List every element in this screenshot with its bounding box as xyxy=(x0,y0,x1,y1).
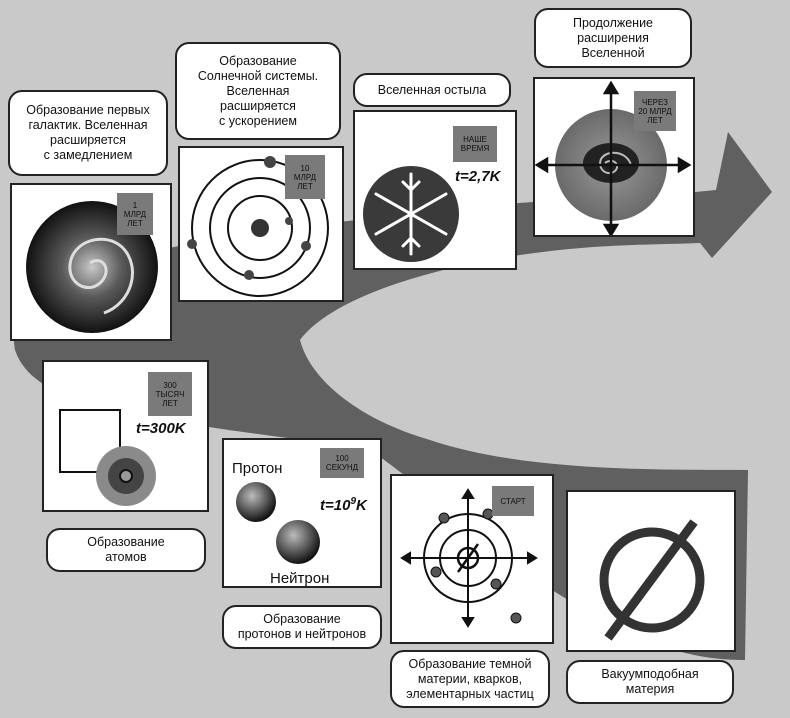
temperature-label: t=2,7K xyxy=(455,168,501,185)
proton-label: Протон xyxy=(232,460,283,477)
time-badge: 10 МЛРД ЛЕТ xyxy=(285,155,325,199)
time-badge: 300 ТЫСЯЧ ЛЕТ xyxy=(148,372,192,416)
panel-dark-matter: СТАРТ xyxy=(390,474,554,644)
nucleons-icon xyxy=(236,482,320,564)
solar-system-icon xyxy=(187,156,329,297)
panel-vacuum-matter xyxy=(566,490,736,652)
atom-icon xyxy=(59,409,156,506)
panel-nucleons: Протон Нейтрон 100 СЕКУНД t=109K xyxy=(222,438,382,588)
panel-universe-cooled: НАШЕ ВРЕМЯ t=2,7K xyxy=(353,110,517,270)
time-badge: ЧЕРЕЗ 20 МЛРД ЛЕТ xyxy=(634,91,676,131)
caption-continued-expansion: Продолжение расширения Вселенной xyxy=(534,8,692,68)
snowflake-icon xyxy=(363,166,459,262)
caption-nucleons: Образование протонов и нейтронов xyxy=(222,605,382,649)
panel-first-galaxies: 1 МЛРД ЛЕТ xyxy=(10,183,172,341)
panel-solar-system: 10 МЛРД ЛЕТ xyxy=(178,146,344,302)
caption-solar-system: Образование Солнечной системы. Вселенная… xyxy=(175,42,341,140)
time-badge: НАШЕ ВРЕМЯ xyxy=(453,126,497,162)
caption-vacuum-matter: Вакуумподобная материя xyxy=(566,660,734,704)
panel-atoms: 300 ТЫСЯЧ ЛЕТ t=300K xyxy=(42,360,209,512)
time-badge: 100 СЕКУНД xyxy=(320,448,364,478)
caption-dark-matter: Образование темной материи, кварков, эле… xyxy=(390,650,550,708)
caption-atoms: Образование атомов xyxy=(46,528,206,572)
neutron-label: Нейтрон xyxy=(270,570,330,587)
temperature-label: t=300K xyxy=(136,420,186,437)
time-badge: 1 МЛРД ЛЕТ xyxy=(117,193,153,235)
expanding-galaxy-icon xyxy=(535,80,692,235)
crosshair-particles-icon xyxy=(400,488,538,628)
empty-set-icon xyxy=(599,519,705,641)
caption-universe-cooled: Вселенная остыла xyxy=(353,73,511,107)
caption-first-galaxies: Образование первых галактик. Вселенная р… xyxy=(8,90,168,176)
time-badge: СТАРТ xyxy=(492,486,534,516)
temperature-label: t=109K xyxy=(320,496,367,514)
panel-continued-expansion: ЧЕРЕЗ 20 МЛРД ЛЕТ xyxy=(533,77,695,237)
